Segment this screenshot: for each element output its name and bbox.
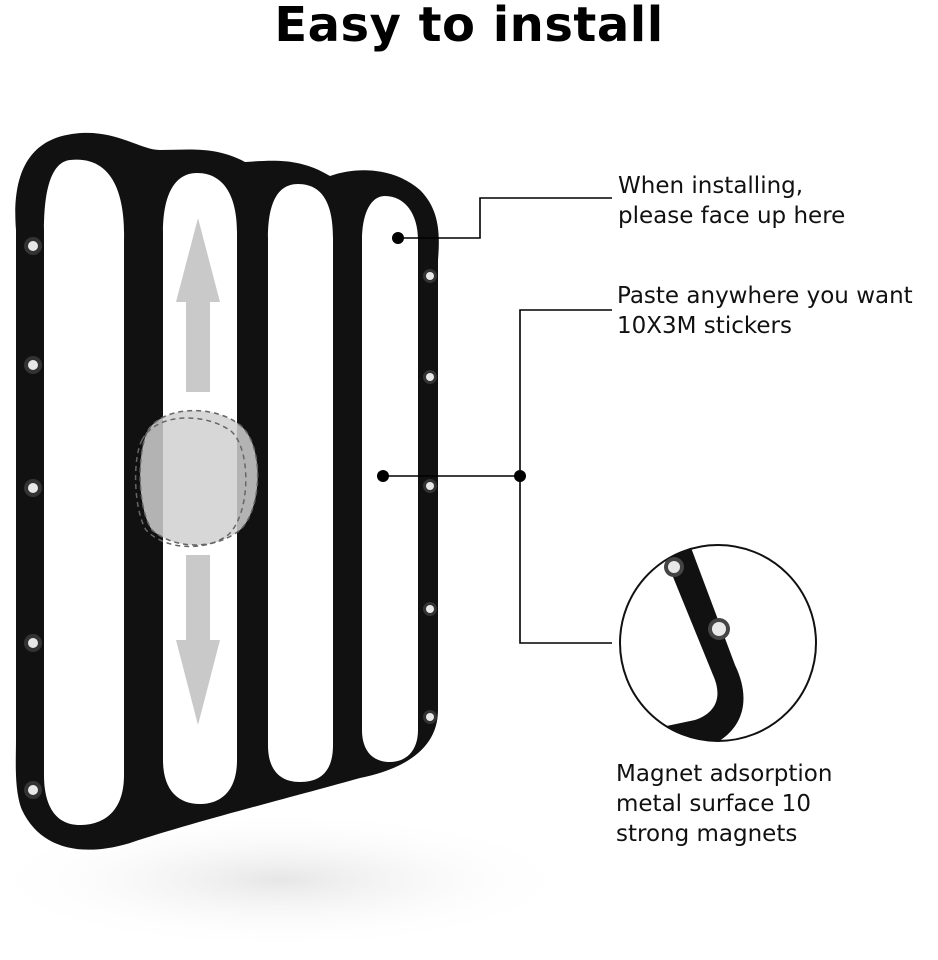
page-title: Easy to install (274, 0, 664, 53)
magnet-stud (24, 781, 42, 799)
callout-dot (392, 232, 404, 244)
callout-line: strong magnets (616, 821, 798, 847)
floor-shadow (0, 810, 580, 950)
magnet-stud (24, 356, 42, 374)
magnet-stud (24, 237, 42, 255)
callout-paste: Paste anywhere you want 10X3M stickers (617, 281, 913, 341)
callout-magnet: Magnet adsorption metal surface 10 stron… (616, 759, 832, 849)
sticker-pad-outline (134, 409, 259, 548)
magnet-zoom-detail (619, 544, 817, 742)
up-arrow-icon (176, 218, 220, 392)
magnetic-frame (15, 132, 439, 850)
callout-line: Paste anywhere you want (617, 283, 913, 309)
leader-line-install (398, 197, 612, 239)
callout-line: metal surface 10 (616, 791, 811, 817)
down-arrow-icon (176, 555, 220, 725)
callout-dot (514, 470, 526, 482)
leader-line-magnet (519, 476, 612, 644)
magnet-stud (423, 479, 437, 493)
callout-leaders (383, 197, 612, 644)
callout-line: When installing, (618, 173, 804, 199)
magnet-stud (423, 370, 437, 384)
callout-dot (377, 470, 389, 482)
callout-install-face: When installing, please face up here (618, 171, 845, 231)
callout-line: 10X3M stickers (617, 313, 792, 339)
callout-line: Magnet adsorption (616, 761, 833, 787)
callout-line: please face up here (618, 203, 846, 229)
magnet-stud (423, 710, 437, 724)
magnet-stud (24, 479, 42, 497)
leader-line-paste (519, 309, 612, 476)
magnet-stud (24, 634, 42, 652)
magnet-studs (24, 237, 437, 799)
magnet-stud (423, 269, 437, 283)
magnet-stud (423, 602, 437, 616)
